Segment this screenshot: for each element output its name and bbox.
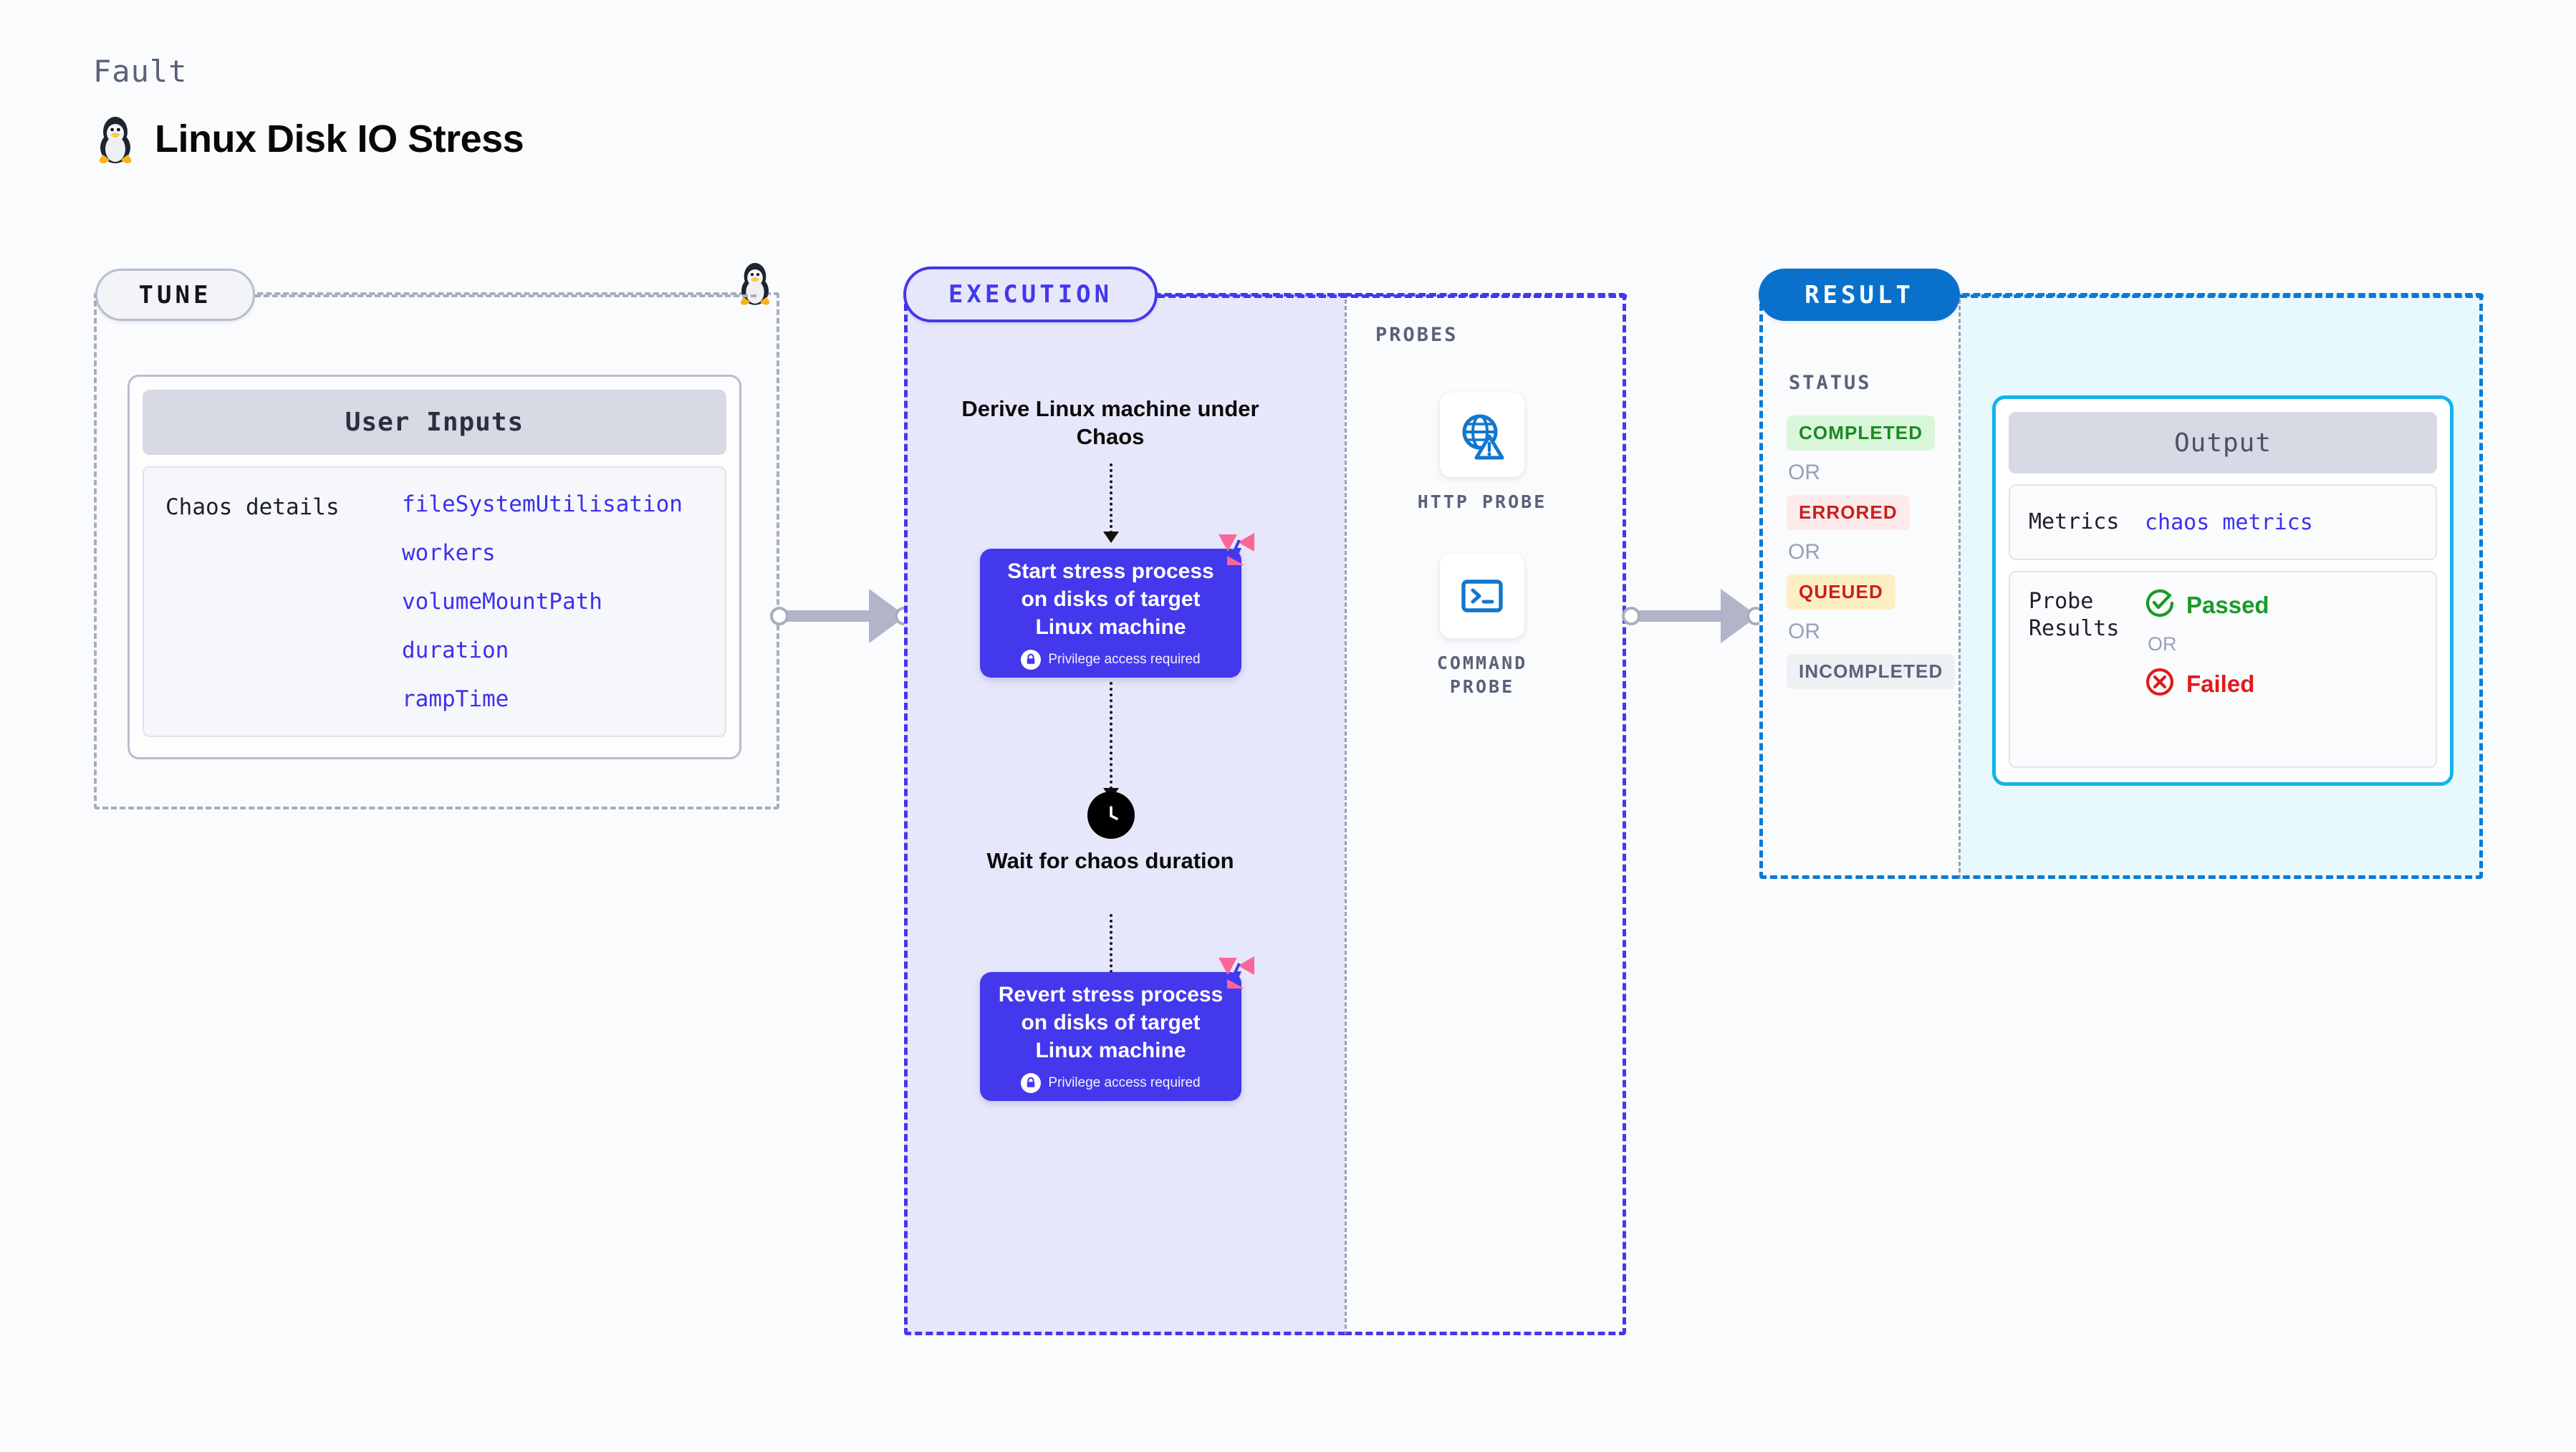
probe-caption: COMMAND PROBE <box>1436 653 1528 697</box>
or-separator: OR <box>2148 633 2177 655</box>
status-label: STATUS <box>1789 372 1872 394</box>
tune-badge[interactable]: TUNE <box>95 269 255 321</box>
output-row-probe-results: Probe Results Passed OR <box>2009 571 2437 768</box>
input-param[interactable]: duration <box>402 638 509 663</box>
chaos-logo-icon <box>1216 530 1257 572</box>
tune-region <box>94 292 779 809</box>
execution-step-wait: Wait for chaos duration <box>986 848 1234 873</box>
execution-badge[interactable]: EXECUTION <box>903 266 1158 322</box>
connector-execution-to-result <box>1622 584 1765 648</box>
failed-label: Failed <box>2186 670 2255 697</box>
chaos-logo-icon <box>1216 953 1257 996</box>
fault-kicker: Fault <box>93 54 188 89</box>
output-heading: Output <box>2009 412 2437 473</box>
check-circle-icon <box>2145 588 2175 622</box>
status-badge-incompleted: INCOMPLETED <box>1787 654 1956 689</box>
probe-caption: HTTP PROBE <box>1417 491 1547 512</box>
status-badge-errored: ERRORED <box>1787 495 1910 530</box>
or-separator: OR <box>1788 461 1820 484</box>
probe-results-key: Probe Results <box>2029 589 2120 641</box>
linux-penguin-icon <box>93 113 138 165</box>
status-badge-completed: COMPLETED <box>1787 415 1936 451</box>
node-privilege-note: Privilege access required <box>1021 1072 1201 1093</box>
node-label: Revert stress process on disks of target… <box>998 982 1224 1062</box>
execution-step-derive: Derive Linux machine under Chaos <box>961 396 1259 450</box>
probe-result-passed: Passed <box>2145 588 2269 622</box>
output-card: Output Metrics chaos metrics Probe Resul… <box>1992 395 2454 786</box>
user-inputs-body: Chaos details fileSystemUtilisation work… <box>143 466 726 737</box>
input-param[interactable]: rampTime <box>402 686 509 712</box>
input-param[interactable]: workers <box>402 540 496 566</box>
flow-line-2 <box>1110 682 1112 789</box>
input-param[interactable]: fileSystemUtilisation <box>402 491 683 517</box>
tune-linux-penguin-icon <box>735 259 775 310</box>
probe-result-failed: Failed <box>2145 667 2269 701</box>
node-privilege-text: Privilege access required <box>1048 1074 1201 1090</box>
result-badge[interactable]: RESULT <box>1759 269 1960 321</box>
status-list: COMPLETED OR ERRORED OR QUEUED OR INCOMP… <box>1787 415 1966 689</box>
passed-label: Passed <box>2186 591 2269 618</box>
execution-node-revert-stress[interactable]: Revert stress process on disks of target… <box>980 956 1254 1101</box>
execution-node-start-stress[interactable]: Start stress process on disks of target … <box>980 533 1254 678</box>
page-title-row: Linux Disk IO Stress <box>93 113 524 165</box>
result-leader-line <box>1960 294 2484 298</box>
node-privilege-note: Privilege access required <box>1021 649 1201 670</box>
or-separator: OR <box>1788 540 1820 564</box>
tune-leader-line <box>255 294 756 297</box>
lock-icon <box>1021 1072 1042 1093</box>
execution-leader-line <box>1158 294 1627 298</box>
input-param[interactable]: volumeMountPath <box>402 589 602 615</box>
or-separator: OR <box>1788 620 1820 643</box>
terminal-icon <box>1440 554 1524 638</box>
node-privilege-text: Privilege access required <box>1048 651 1201 667</box>
metrics-key: Metrics <box>2029 509 2120 535</box>
globe-warning-icon <box>1440 393 1524 477</box>
chaos-details-key: Chaos details <box>165 494 340 520</box>
page-title: Linux Disk IO Stress <box>155 117 524 160</box>
metrics-value[interactable]: chaos metrics <box>2145 509 2313 535</box>
chaos-details-values: fileSystemUtilisation workers volumeMoun… <box>402 494 683 736</box>
probe-command[interactable]: COMMAND PROBE <box>1405 554 1559 698</box>
node-label: Start stress process on disks of target … <box>1007 559 1214 639</box>
probe-results-values: Passed OR Failed <box>2145 588 2269 751</box>
clock-icon <box>1087 792 1135 839</box>
flow-arrow-1 <box>1103 532 1119 543</box>
x-circle-icon <box>2145 667 2175 701</box>
flow-line-3 <box>1110 914 1112 984</box>
output-row-metrics: Metrics chaos metrics <box>2009 484 2437 560</box>
lock-icon <box>1021 649 1042 670</box>
status-badge-queued: QUEUED <box>1787 574 1895 610</box>
user-inputs-heading: User Inputs <box>143 390 726 455</box>
probes-label: PROBES <box>1375 324 1458 346</box>
user-inputs-card: User Inputs Chaos details fileSystemUtil… <box>128 375 741 759</box>
probe-http[interactable]: HTTP PROBE <box>1405 393 1559 514</box>
connector-tune-to-execution <box>770 584 913 648</box>
flow-line-1 <box>1110 463 1112 534</box>
